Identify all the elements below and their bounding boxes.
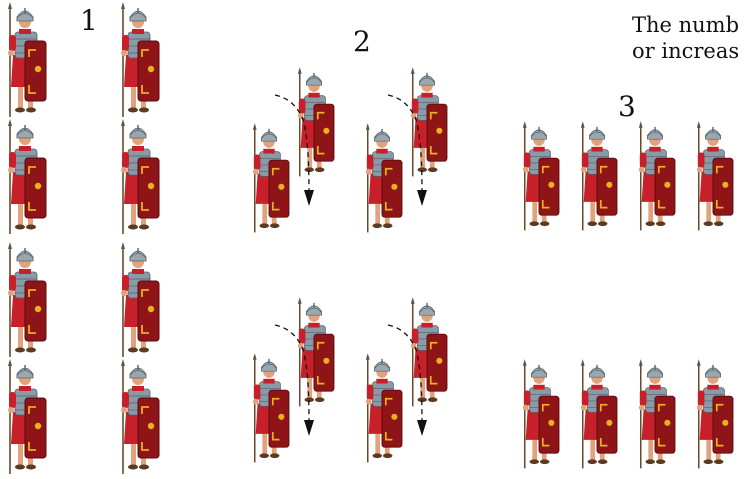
roman-legionary-icon [297,297,335,407]
caption-line-1: The numb [632,13,740,37]
roman-legionary-icon [696,121,734,231]
roman-legionary-icon [121,359,160,474]
roman-legionary-icon [252,123,290,233]
stage-label-1: 1 [80,4,98,37]
roman-legionary-icon [8,242,47,357]
dashed-curved-arrow-icon [387,324,427,436]
stage-label-3: 3 [618,90,636,123]
dashed-curved-arrow-icon [387,94,427,206]
stage-label-2: 2 [353,25,371,58]
caption-text: The numb or increas [632,12,739,64]
roman-legionary-icon [8,2,47,117]
roman-legionary-icon [297,67,335,177]
roman-legionary-icon [580,121,618,231]
roman-legionary-icon [121,119,160,234]
roman-legionary-icon [121,242,160,357]
roman-legionary-icon [410,297,448,407]
roman-legionary-icon [410,67,448,177]
roman-legionary-icon [8,359,47,474]
caption-line-2: or increas [632,39,740,63]
roman-legionary-icon [252,353,290,463]
dashed-curved-arrow-icon [274,324,314,436]
roman-legionary-icon [522,121,560,231]
dashed-curved-arrow-icon [274,94,314,206]
roman-legionary-icon [638,359,676,469]
roman-legionary-icon [365,353,403,463]
roman-legionary-icon [121,2,160,117]
roman-legionary-icon [365,123,403,233]
roman-legionary-icon [638,121,676,231]
roman-legionary-icon [696,359,734,469]
roman-legionary-icon [8,119,47,234]
roman-legionary-icon [522,359,560,469]
roman-legionary-icon [580,359,618,469]
